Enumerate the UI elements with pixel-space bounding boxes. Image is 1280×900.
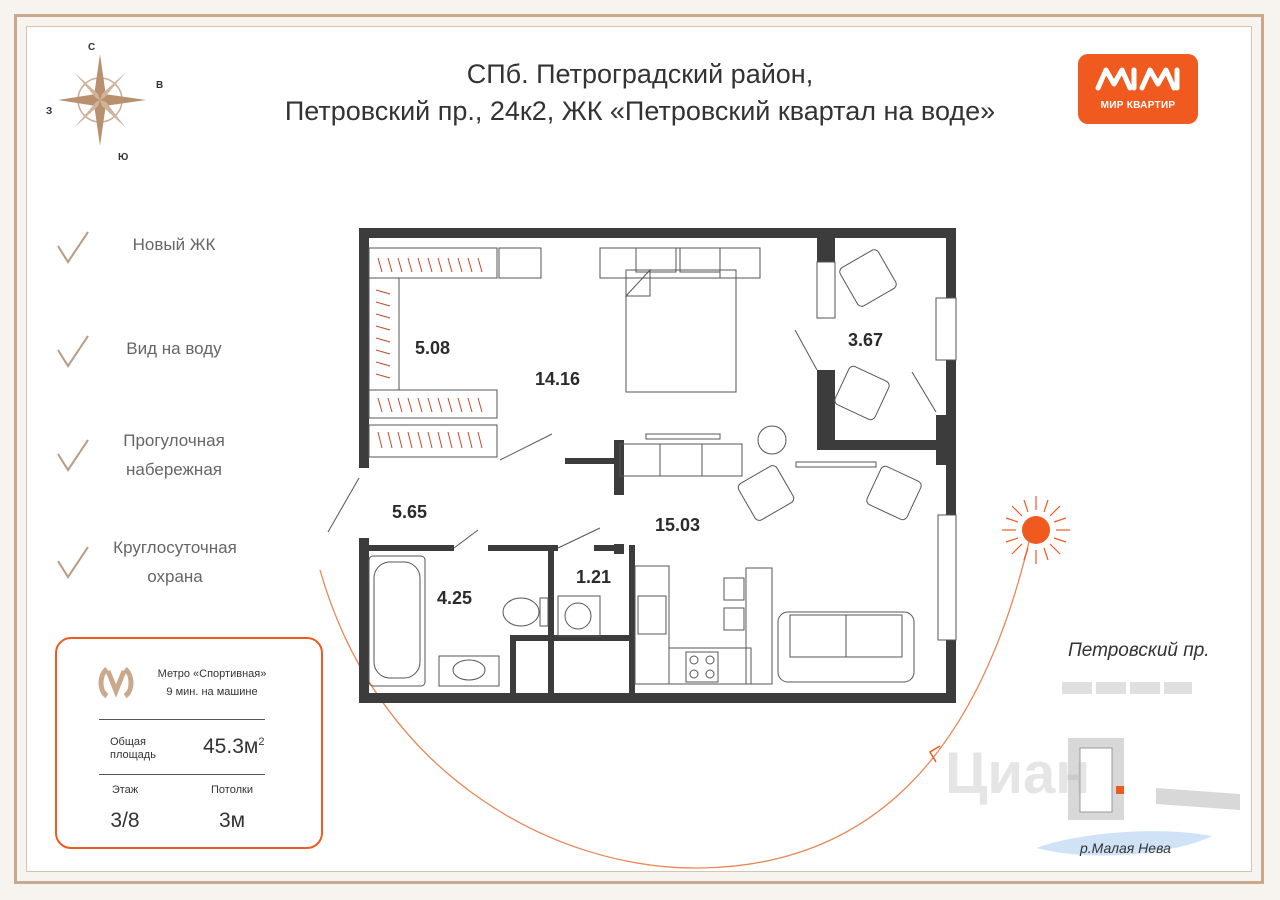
- feature-label: Круглосуточная охрана: [113, 538, 237, 586]
- ceiling-label: Потолки: [211, 784, 253, 796]
- page-title: СПб. Петроградский район, Петровский пр.…: [230, 56, 1050, 130]
- feature-new-complex: Новый ЖК: [54, 228, 334, 298]
- feature-label: Прогулочная набережная: [123, 431, 225, 479]
- brand-logo: МИР КВАРТИР: [1078, 54, 1198, 124]
- feature-water-view: Вид на воду: [54, 332, 334, 402]
- metro-station: Метро «Спортивная»: [157, 668, 267, 680]
- brand-mark-icon: [1095, 67, 1180, 91]
- building-site-icon: [1068, 738, 1240, 820]
- room-area-closet: 5.08: [415, 338, 451, 358]
- feature-label: Новый ЖК: [132, 235, 216, 254]
- compass-north-label: С: [88, 42, 95, 53]
- compass-east-label: В: [156, 80, 163, 91]
- ceiling-value: 3м: [218, 809, 246, 832]
- feature-label: Вид на воду: [126, 339, 222, 358]
- compass-south-label: Ю: [118, 152, 128, 163]
- checkmark-icon: [57, 231, 89, 264]
- area-number: 45.3м: [203, 735, 259, 758]
- room-area-wc: 1.21: [576, 567, 612, 587]
- feature-security: Круглосуточная охрана: [54, 538, 334, 613]
- area-unit: 2: [258, 736, 265, 748]
- room-area-hall: 5.65: [392, 502, 428, 522]
- divider: [99, 774, 265, 775]
- metro-info: Метро «Спортивная» 9 мин. на машине: [147, 665, 277, 701]
- checkmark-icon: [57, 546, 89, 579]
- title-line-2: Петровский пр., 24к2, ЖК «Петровский ква…: [284, 96, 996, 126]
- arrow-icon: [928, 745, 941, 763]
- sun-icon: [1002, 496, 1070, 564]
- brand-name: МИР КВАРТИР: [1100, 100, 1176, 111]
- checkmark-icon: [57, 335, 89, 368]
- area-value: 45.3м2: [203, 735, 264, 759]
- river-label: р.Малая Нева: [1080, 840, 1171, 856]
- floor-label: Этаж: [111, 784, 139, 796]
- metro-time: 9 мин. на машине: [166, 686, 258, 698]
- sun-path-arc: [319, 519, 1035, 869]
- divider: [99, 719, 265, 720]
- street-label: Петровский пр.: [1068, 640, 1210, 661]
- room-area-bedroom: 14.16: [535, 369, 581, 389]
- checkmark-icon: [57, 439, 89, 472]
- river-shape: [1036, 831, 1212, 856]
- apartment-info-card: Метро «Спортивная» 9 мин. на машине Обща…: [55, 637, 323, 849]
- feature-embankment: Прогулочная набережная: [54, 431, 334, 506]
- watermark: Циан: [945, 741, 1091, 806]
- room-area-living-kitchen: 15.03: [655, 515, 701, 535]
- title-line-1: СПб. Петроградский район,: [466, 59, 814, 89]
- area-label: Общая площадь: [110, 736, 156, 761]
- room-area-bathroom: 4.25: [437, 588, 473, 608]
- compass-rose-icon: С В З Ю: [46, 42, 163, 163]
- room-area-balcony: 3.67: [848, 330, 884, 350]
- metro-icon: [98, 667, 134, 699]
- outer-frame: [14, 14, 1264, 884]
- compass-west-label: З: [46, 106, 52, 117]
- floor-value: 3/8: [110, 809, 140, 832]
